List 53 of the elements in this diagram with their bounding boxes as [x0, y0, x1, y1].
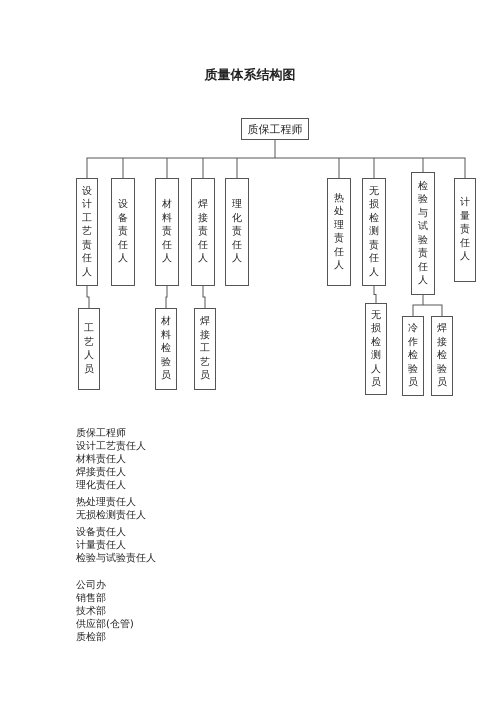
role-title: 设计工艺责任人	[82, 184, 92, 280]
connector-line	[374, 286, 376, 304]
role-title: 热处理责任人	[334, 192, 344, 272]
role-title: 冷作检验员	[408, 322, 418, 390]
role-title: 焊接责任人	[198, 198, 208, 266]
list-item: 设备责任人	[76, 526, 127, 539]
role-box	[431, 316, 453, 396]
role-box	[155, 308, 177, 390]
list-item: 技术部	[76, 605, 107, 618]
list-item: 公司办	[76, 579, 107, 592]
role-box	[411, 172, 435, 295]
list-item: 计量责任人	[76, 539, 127, 552]
list-item: 质保工程师	[76, 427, 127, 440]
connector-line	[166, 286, 168, 308]
head-box	[241, 118, 309, 140]
list-item: 销售部	[76, 592, 107, 605]
list-item: 检验与试验责任人	[76, 552, 156, 565]
role-title: 检验与试验责任人	[418, 180, 428, 288]
role-title: 设备责任人	[118, 198, 128, 266]
role-title: 材料责任人	[162, 198, 172, 266]
role-box	[111, 178, 135, 286]
role-title: 计量责任人	[460, 196, 470, 264]
role-title: 无损检测人员	[371, 308, 381, 390]
connector-line	[274, 140, 466, 178]
connector-line	[202, 286, 206, 308]
role-title: 无损检测责任人	[369, 184, 379, 280]
list-item: 质检部	[76, 631, 107, 644]
role-title: 材料检验员	[161, 315, 171, 383]
role-box	[362, 178, 386, 286]
role-box	[402, 316, 424, 396]
list-item: 设计工艺责任人	[76, 440, 147, 453]
role-box	[365, 303, 387, 395]
role-box	[225, 178, 249, 286]
list-item: 理化责任人	[76, 479, 127, 492]
role-box	[327, 178, 351, 286]
list-item: 热处理责任人	[76, 496, 137, 509]
role-title: 焊接工艺员	[200, 315, 210, 383]
diagram-title: 质量体系结构图	[204, 66, 296, 84]
list-item: 材料责任人	[76, 453, 127, 466]
role-box	[155, 178, 179, 286]
role-title: 焊接检验员	[437, 322, 447, 390]
role-title: 工艺人员	[84, 322, 94, 376]
role-box	[191, 178, 215, 286]
role-box	[78, 308, 100, 390]
role-title: 理化责任人	[232, 198, 242, 266]
list-item: 焊接责任人	[76, 466, 127, 479]
list-item: 供应部(仓管)	[76, 618, 135, 631]
role-box	[454, 178, 476, 282]
connector-line	[86, 286, 90, 308]
role-box	[76, 178, 98, 286]
role-title: 质保工程师	[248, 122, 302, 136]
role-box	[194, 308, 216, 390]
list-item: 无损检测责任人	[76, 509, 147, 522]
